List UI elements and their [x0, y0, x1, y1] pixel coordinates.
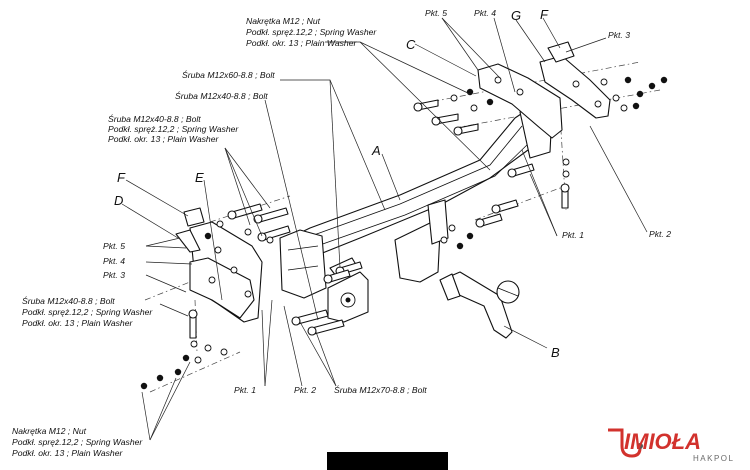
label-nut-top-3: Podkł. okr. 13 ; Plain Washer — [246, 38, 357, 48]
part-letter-c: C — [406, 37, 416, 52]
point-5-left: Pkt. 5 — [103, 241, 125, 251]
hook-icon — [608, 428, 642, 458]
label-bolt-m12x40-top: Śruba M12x40-8.8 ; Bolt — [175, 90, 268, 101]
label-nut-bottom-3: Podkł. okr. 13 ; Plain Washer — [12, 448, 123, 458]
point-4-left: Pkt. 4 — [103, 256, 125, 266]
point-4-top: Pkt. 4 — [474, 8, 496, 18]
point-2-right: Pkt. 2 — [649, 229, 671, 239]
part-letter-d: D — [114, 193, 123, 208]
label-nut-top-2: Podkł. spręż.12,2 ; Spring Washer — [246, 27, 377, 37]
label-nut-top-1: Nakrętka M12 ; Nut — [246, 16, 321, 26]
bottom-black-bar — [327, 452, 448, 470]
label-bolt-m12x70: Śruba M12x70-8.8 ; Bolt — [334, 384, 427, 395]
point-labels: Pkt. 5 Pkt. 4 Pkt. 3 Pkt. 1 Pkt. 2 Pkt. … — [103, 8, 671, 395]
nuts-washers — [140, 76, 668, 390]
socket-plate — [327, 257, 369, 323]
bolts — [188, 99, 570, 339]
left-brackets — [175, 207, 263, 323]
part-letter-a: A — [371, 143, 381, 158]
right-brackets — [477, 41, 611, 139]
brand-sub: HAKPOL — [693, 454, 734, 463]
label-bolt-left-bottom-3: Podkł. okr. 13 ; Plain Washer — [22, 318, 133, 328]
axis-lines — [144, 61, 661, 393]
label-bolt-left-top-1: Śruba M12x40-8.8 ; Bolt — [108, 113, 201, 124]
part-letter-f-left: F — [117, 170, 126, 185]
label-bolt-m12x60: Śruba M12x60-8.8 ; Bolt — [182, 69, 275, 80]
label-bolt-left-top-3: Podkł. okr. 13 ; Plain Washer — [108, 134, 219, 144]
label-nut-bottom-2: Podkł. spręż.12,2 ; Spring Washer — [12, 437, 143, 447]
part-letters: A B C D E F F G — [114, 7, 560, 360]
point-5-top: Pkt. 5 — [425, 8, 447, 18]
label-bolt-left-top-2: Podkł. spręż.12,2 ; Spring Washer — [108, 124, 239, 134]
label-nut-bottom-1: Nakrętka M12 ; Nut — [12, 426, 87, 436]
part-labels: Nakrętka M12 ; Nut Podkł. spręż.12,2 ; S… — [12, 16, 427, 458]
part-letter-f-top: F — [540, 7, 549, 22]
point-3-left: Pkt. 3 — [103, 270, 125, 280]
brand-name: IMIOŁA — [624, 429, 701, 454]
part-letter-e: E — [195, 170, 204, 185]
label-bolt-left-bottom-2: Podkł. spręż.12,2 ; Spring Washer — [22, 307, 153, 317]
brand-logo: IMIOŁA HAKPOL — [608, 428, 734, 463]
leader-lines — [121, 17, 648, 441]
point-3-top: Pkt. 3 — [608, 30, 630, 40]
part-letter-g: G — [511, 8, 521, 23]
point-2-bottom: Pkt. 2 — [294, 385, 316, 395]
part-letter-b: B — [551, 345, 560, 360]
point-1-bottom: Pkt. 1 — [234, 385, 256, 395]
point-1-right: Pkt. 1 — [562, 230, 584, 240]
label-bolt-left-bottom-1: Śruba M12x40-8.8 ; Bolt — [22, 295, 115, 306]
tow-ball — [439, 271, 520, 339]
